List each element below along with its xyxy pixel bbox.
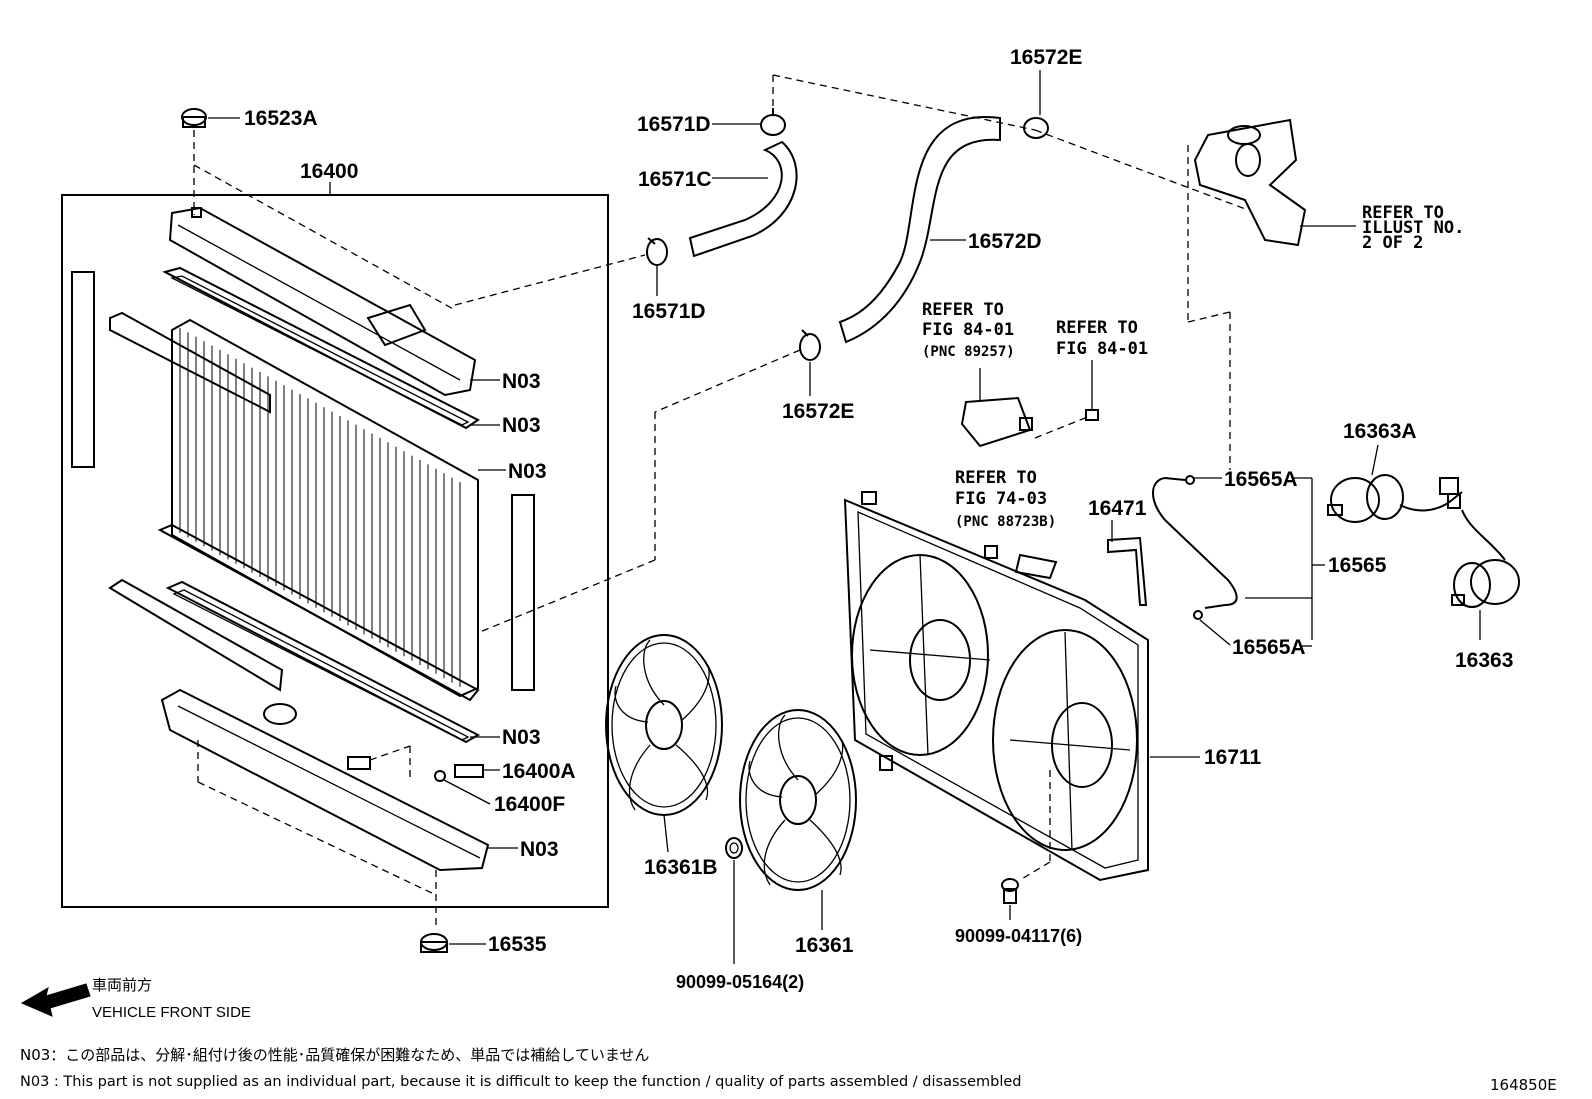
label-16363: 16363 [1455,649,1513,672]
label-n03-5: N03 [520,838,559,861]
radiator-core [157,318,480,702]
label-16565A-top: 16565A [1224,468,1298,491]
label-n03-1: N03 [502,370,541,393]
label-16572D: 16572D [968,230,1042,253]
note-n03-japanese: N03：この部品は、分解･組付け後の性能･品質確保が困難なため、単品では補給して… [20,1046,649,1064]
ref-fig7403-line3: (PNC 88723B) [955,514,1056,530]
label-16571C: 16571C [638,168,712,191]
direction-japanese: 車両前方 [92,976,152,994]
bolt-90099-04117 [1001,878,1019,904]
hose-clamp-16572E-bottom [799,329,821,361]
fan-shroud-16711 [843,491,1149,882]
fan-controller-module [960,396,1033,448]
cooling-fan-16361B [605,634,723,816]
wire-harness-16565 [1152,475,1238,620]
bottom-air-seal [108,578,284,692]
label-16363A: 16363A [1343,420,1417,443]
ref-fig7403-line1: REFER TO [955,468,1037,488]
fan-motor-16363 [1451,509,1520,608]
label-16535: 16535 [488,933,547,956]
radiator-cap-16523A [181,108,240,128]
shroud-bracket-16471 [1107,536,1148,606]
figure-id: 164850E [1490,1076,1557,1094]
ref-illust-line1: REFER TO [1362,203,1444,223]
ref-illust-line2: ILLUST NO. [1362,218,1464,238]
note-n03-english: N03 : This part is not supplied as an in… [20,1074,1021,1090]
lower-cushion-16535 [420,933,486,953]
label-16471: 16471 [1088,497,1147,520]
label-16565A-bottom: 16565A [1232,636,1306,659]
label-90099-05164: 90099-05164(2) [676,972,804,992]
label-16400: 16400 [300,160,358,183]
lower-tank [160,688,490,872]
label-16572E-bottom: 16572E [782,400,854,423]
label-16400F: 16400F [494,793,565,816]
label-16361B: 16361B [644,856,718,879]
radiator-assembly-box [61,194,609,908]
top-air-seal [109,311,271,414]
radiator-inlet-hose-16571C [688,140,798,258]
ref-fig8401-line2: FIG 84-01 [1056,339,1148,359]
label-16565: 16565 [1328,554,1387,577]
right-side-seal [511,494,535,691]
label-16711: 16711 [1204,746,1262,769]
label-n03-4: N03 [502,726,541,749]
label-16572E-top: 16572E [1010,46,1082,69]
label-16523A: 16523A [244,107,318,130]
nut-90099-05164 [725,837,743,859]
direction-english: VEHICLE FRONT SIDE [92,1004,251,1021]
hose-clamp-16571D-top [760,108,786,136]
label-16571D-bottom: 16571D [632,300,706,323]
ref-fig8401-line1: REFER TO [1056,318,1138,338]
water-outlet-housing [1193,118,1307,247]
controller-bolt [1085,409,1099,421]
vehicle-front-arrow-icon [20,983,91,1017]
upper-tank [168,206,477,397]
label-16361: 16361 [795,934,854,957]
left-side-seal [71,271,95,468]
fan-shroud-label [1014,553,1058,580]
ref-fig8401-pnc-line1: REFER TO [922,300,1004,320]
label-n03-2: N03 [502,414,541,437]
ref-fig7403-line2: FIG 74-03 [955,489,1047,509]
radiator-outlet-hose-16572D [838,115,1001,344]
cooling-fan-16361 [739,709,857,891]
ref-fig8401-pnc-line2: FIG 84-01 [922,320,1014,340]
label-n03-3: N03 [508,460,547,483]
ref-fig8401-pnc-line3: (PNC 89257) [922,344,1015,360]
label-16400A: 16400A [502,760,576,783]
hose-clamp-16572E-top [1023,92,1049,139]
lower-tank-gasket [165,580,481,744]
o-ring-16400F [434,770,446,782]
label-90099-04117: 90099-04117(6) [955,926,1082,946]
label-16571D-top: 16571D [637,113,711,136]
fan-motor-16363A [1327,474,1463,523]
drain-cock-16400A [454,764,500,778]
hose-clamp-16571D-bottom [646,237,668,266]
ref-illust-line3: 2 OF 2 [1362,233,1423,253]
